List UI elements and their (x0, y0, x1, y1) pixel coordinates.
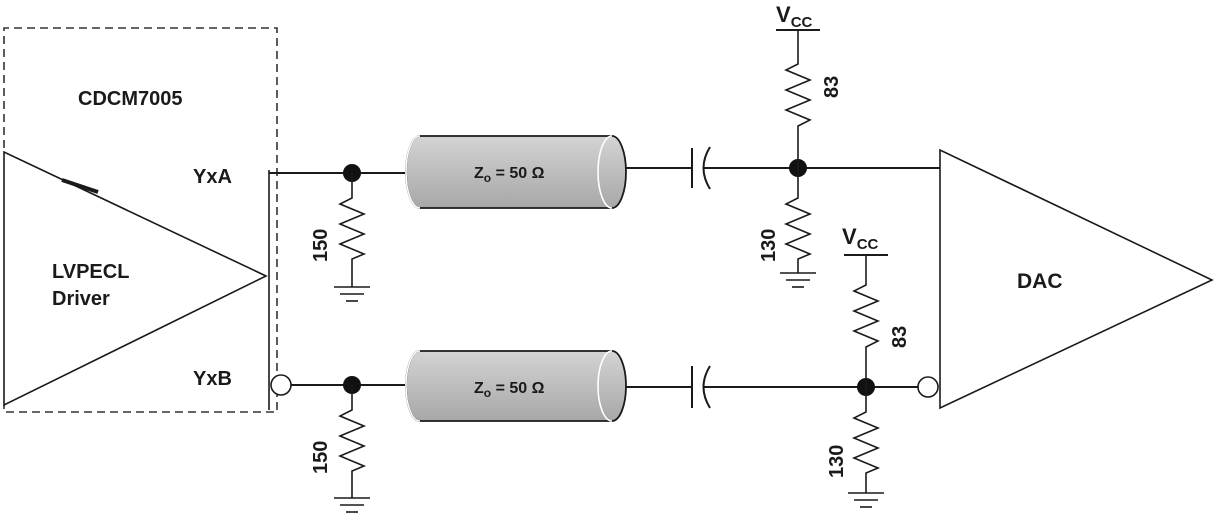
triangle-edge-mark (61, 178, 99, 194)
termination-resistor-a (334, 173, 370, 302)
chip-boundary (3, 27, 278, 413)
resistor-b-value: 150 (310, 441, 332, 474)
pin-a-label: YxA (193, 166, 232, 188)
pullup-a-value: 83 (821, 76, 843, 98)
driver-label-line1: LVPECL (52, 261, 129, 283)
pullup-resistor-a (783, 30, 813, 168)
dac-triangle (939, 148, 1214, 410)
inverting-bubble-driver (270, 374, 292, 396)
driver-label-line2: Driver (52, 288, 110, 310)
transmission-line-b (405, 350, 627, 422)
pulldown-a-value: 130 (758, 229, 780, 262)
transmission-line-a (405, 135, 627, 209)
vcc-label-a: VCC (776, 2, 813, 31)
inverting-bubble-dac (917, 376, 939, 398)
termination-resistor-b (334, 385, 370, 513)
pulldown-b-value: 130 (826, 445, 848, 478)
cable-a-impedance: Zo = 50 Ω (474, 165, 545, 185)
resistor-a-value: 150 (310, 229, 332, 262)
pulldown-resistor-b (848, 387, 884, 508)
dac-label: DAC (1017, 270, 1063, 293)
vcc-label-b: VCC (842, 224, 879, 253)
pullup-b-value: 83 (889, 326, 911, 348)
pin-b-label: YxB (193, 368, 232, 390)
pullup-resistor-b (851, 255, 881, 387)
pulldown-resistor-a (780, 168, 816, 288)
chip-label: CDCM7005 (78, 88, 182, 110)
lvpecl-driver-triangle (3, 150, 268, 407)
cable-b-impedance: Zo = 50 Ω (474, 380, 545, 400)
